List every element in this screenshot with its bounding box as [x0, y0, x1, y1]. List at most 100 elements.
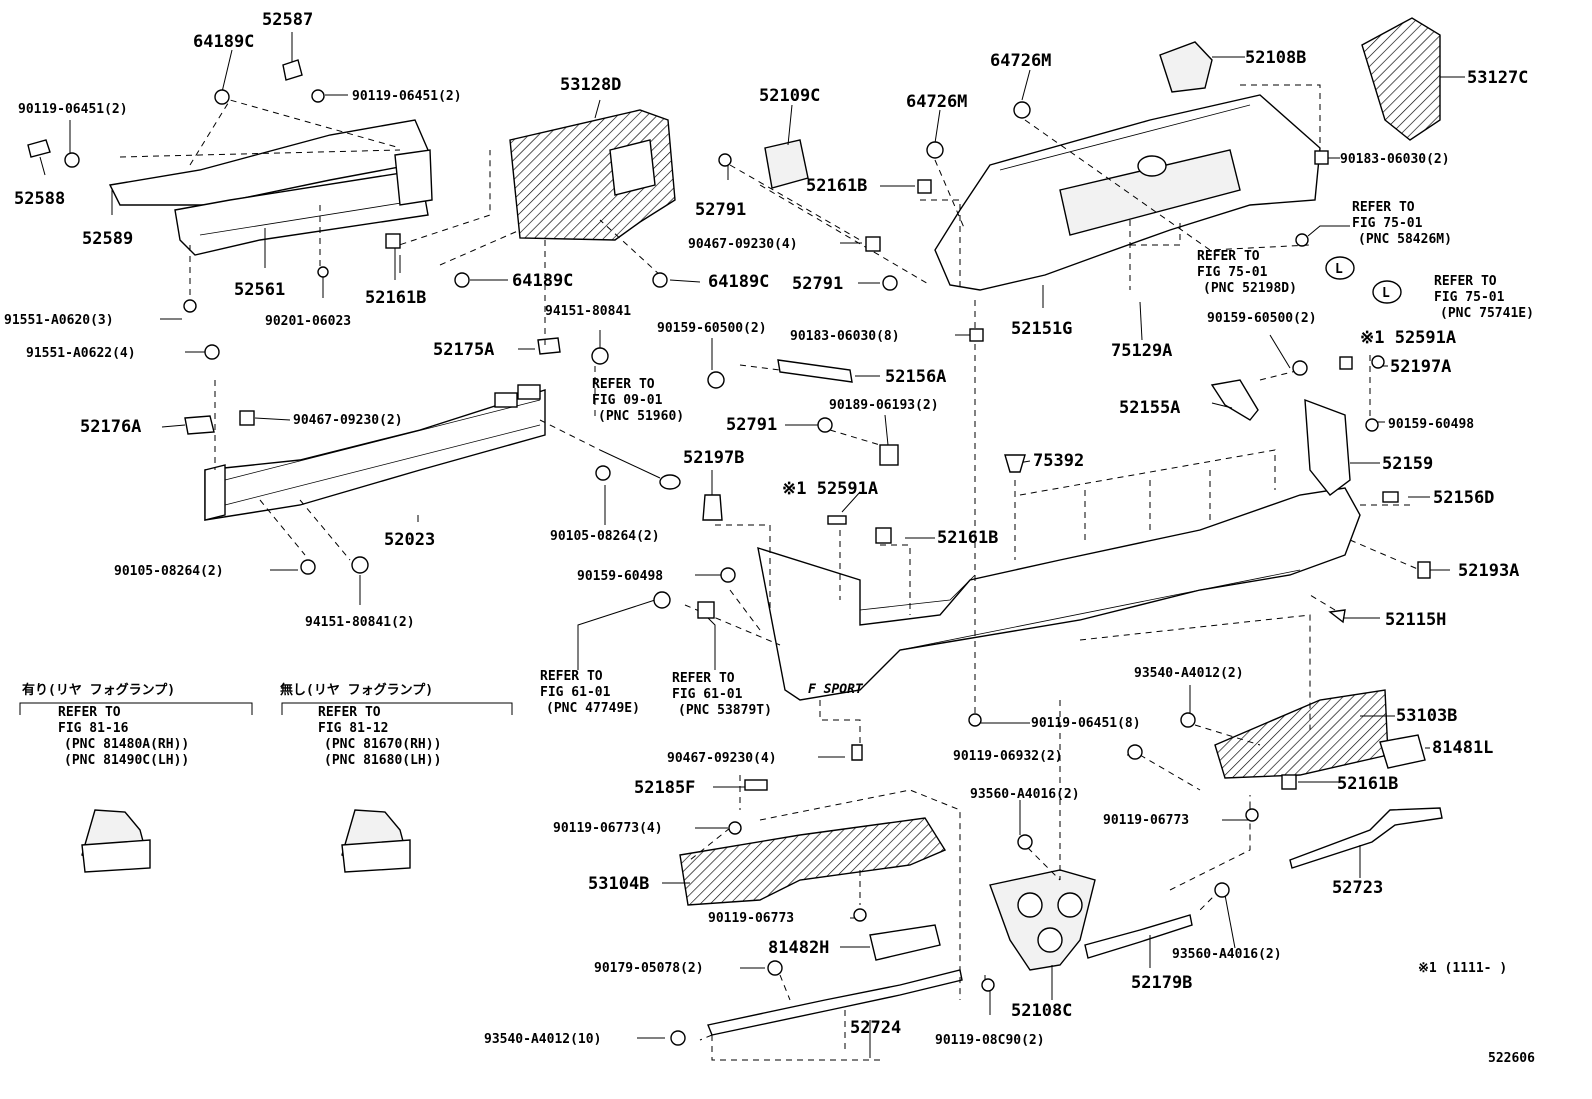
label-81481L[interactable]: 81481L — [1432, 738, 1493, 758]
label-90119-08C90[interactable]: 90119-08C90(2) — [935, 1033, 1045, 1048]
label-52115H[interactable]: 52115H — [1385, 610, 1446, 630]
label-52591A-right[interactable]: ※1 52591A — [1360, 328, 1456, 348]
moulding-52723-drawing — [1289, 807, 1443, 869]
label-52108C[interactable]: 52108C — [1011, 1001, 1072, 1021]
label-64189C-top[interactable]: 64189C — [193, 32, 254, 52]
label-52193A[interactable]: 52193A — [1458, 561, 1519, 581]
fog-with-title: 有り(リヤ フォグランプ) — [22, 682, 175, 698]
label-52561[interactable]: 52561 — [234, 280, 285, 300]
label-52588[interactable]: 52588 — [14, 189, 65, 209]
label-81482H[interactable]: 81482H — [768, 938, 829, 958]
label-90119-06773-right[interactable]: 90119-06773 — [1103, 813, 1189, 828]
label-52108B[interactable]: 52108B — [1245, 48, 1306, 68]
ref-fig0901[interactable]: REFER TO FIG 09-01 (PNC 51960) — [592, 377, 684, 424]
ref-fig8116[interactable]: REFER TO FIG 81-16 (PNC 81480A(RH)) (PNC… — [58, 705, 197, 768]
fog-with-bracket — [19, 702, 253, 715]
bracket-52155A-drawing — [1210, 379, 1259, 421]
label-52176A[interactable]: 52176A — [80, 417, 141, 437]
ref-fig6101-53879T[interactable]: REFER TO FIG 61-01 (PNC 53879T) — [672, 671, 772, 718]
label-90119-06932[interactable]: 90119-06932(2) — [953, 749, 1063, 764]
label-52156D[interactable]: 52156D — [1433, 488, 1494, 508]
fog-without-title: 無し(リヤ フォグランプ) — [280, 682, 433, 698]
fog-without-bracket — [281, 702, 513, 715]
label-64726M-b[interactable]: 64726M — [906, 92, 967, 112]
svg-text:L: L — [1382, 286, 1390, 301]
ref-fig7501-75741E[interactable]: REFER TO FIG 75-01 (PNC 75741E) — [1434, 274, 1534, 321]
label-75129A[interactable]: 75129A — [1111, 341, 1172, 361]
label-52159[interactable]: 52159 — [1382, 454, 1433, 474]
ref-fig7501-52198D[interactable]: REFER TO FIG 75-01 (PNC 52198D) — [1197, 249, 1297, 296]
label-52175A[interactable]: 52175A — [433, 340, 494, 360]
label-52161B-lower[interactable]: 52161B — [1337, 774, 1398, 794]
label-90159-60498-left[interactable]: 90159-60498 — [577, 569, 663, 584]
label-52587[interactable]: 52587 — [262, 10, 313, 30]
label-91551-A0620[interactable]: 91551-A0620(3) — [4, 313, 114, 328]
leader-lines — [39, 32, 1465, 1058]
label-90105-08264-right[interactable]: 90105-08264(2) — [550, 529, 660, 544]
label-52023[interactable]: 52023 — [384, 530, 435, 550]
label-52151G[interactable]: 52151G — [1011, 319, 1072, 339]
label-52179B[interactable]: 52179B — [1131, 973, 1192, 993]
label-90119-06773-left[interactable]: 90119-06773(4) — [553, 821, 663, 836]
label-52156A[interactable]: 52156A — [885, 367, 946, 387]
label-91551-A0622[interactable]: 91551-A0622(4) — [26, 346, 136, 361]
label-90119-06773-low[interactable]: 90119-06773 — [708, 911, 794, 926]
label-52791-low[interactable]: 52791 — [726, 415, 777, 435]
clip-52588-drawing — [27, 139, 51, 158]
center-mesh-53104B-drawing — [679, 817, 947, 906]
label-53104B[interactable]: 53104B — [588, 874, 649, 894]
label-52161B-mid[interactable]: 52161B — [806, 176, 867, 196]
ref-fig8112[interactable]: REFER TO FIG 81-12 (PNC 81670(RH)) (PNC … — [318, 705, 449, 768]
label-52109C[interactable]: 52109C — [759, 86, 820, 106]
ref-fig6101-47749E[interactable]: REFER TO FIG 61-01 (PNC 47749E) — [540, 669, 640, 716]
corner-grille-53127C-drawing — [1361, 17, 1441, 141]
label-90159-60500-right[interactable]: 90159-60500(2) — [1207, 311, 1317, 326]
label-52155A[interactable]: 52155A — [1119, 398, 1180, 418]
label-90201-06023[interactable]: 90201-06023 — [265, 314, 351, 329]
label-90467-09230-low[interactable]: 90467-09230(4) — [667, 751, 777, 766]
label-90105-08264-left[interactable]: 90105-08264(2) — [114, 564, 224, 579]
label-52724[interactable]: 52724 — [850, 1018, 901, 1038]
reinforcement-beam-drawing — [204, 384, 546, 521]
label-90119-06451-mid[interactable]: 90119-06451(8) — [1031, 716, 1141, 731]
label-52161B-bumper[interactable]: 52161B — [937, 528, 998, 548]
label-93540-A4012-bottom[interactable]: 93540-A4012(10) — [484, 1032, 601, 1047]
fastener-drawings — [64, 89, 1431, 1046]
emblem-drawings: L L — [1325, 256, 1402, 304]
label-90159-60500-left[interactable]: 90159-60500(2) — [657, 321, 767, 336]
label-53103B[interactable]: 53103B — [1396, 706, 1457, 726]
label-93560-A4016-left[interactable]: 93560-A4016(2) — [970, 787, 1080, 802]
label-52791-mid[interactable]: 52791 — [792, 274, 843, 294]
label-53128D[interactable]: 53128D — [560, 75, 621, 95]
label-90119-06451-top[interactable]: 90119-06451(2) — [352, 89, 462, 104]
label-94151-80841-bottom[interactable]: 94151-80841(2) — [305, 615, 415, 630]
label-94151-80841-top[interactable]: 94151-80841 — [545, 304, 631, 319]
label-90183-06030-mid[interactable]: 90183-06030(8) — [790, 329, 900, 344]
label-90119-06451-left[interactable]: 90119-06451(2) — [18, 102, 128, 117]
label-93560-A4016-right[interactable]: 93560-A4016(2) — [1172, 947, 1282, 962]
label-90183-06030-top[interactable]: 90183-06030(2) — [1340, 152, 1450, 167]
label-52197B[interactable]: 52197B — [683, 448, 744, 468]
label-52791-top[interactable]: 52791 — [695, 200, 746, 220]
label-53127C[interactable]: 53127C — [1467, 68, 1528, 88]
label-64726M-a[interactable]: 64726M — [990, 51, 1051, 71]
label-75392[interactable]: 75392 — [1033, 451, 1084, 471]
label-93540-A4012-top[interactable]: 93540-A4012(2) — [1134, 666, 1244, 681]
label-90159-60498-right[interactable]: 90159-60498 — [1388, 417, 1474, 432]
label-64189C-mid[interactable]: 64189C — [512, 271, 573, 291]
label-52589[interactable]: 52589 — [82, 229, 133, 249]
label-64189C-right[interactable]: 64189C — [708, 272, 769, 292]
label-52161B-left[interactable]: 52161B — [365, 288, 426, 308]
label-52197A[interactable]: 52197A — [1390, 357, 1451, 377]
label-52723[interactable]: 52723 — [1332, 878, 1383, 898]
label-90189-06193[interactable]: 90189-06193(2) — [829, 398, 939, 413]
bracket-52176A-drawing — [184, 415, 215, 435]
label-90179-05078[interactable]: 90179-05078(2) — [594, 961, 704, 976]
duct-52108C-drawing — [989, 869, 1096, 971]
ref-fig7501-58426M[interactable]: REFER TO FIG 75-01 (PNC 58426M) — [1352, 200, 1452, 247]
label-52185F[interactable]: 52185F — [634, 778, 695, 798]
label-90467-09230-left[interactable]: 90467-09230(2) — [293, 413, 403, 428]
label-90467-09230-mid[interactable]: 90467-09230(4) — [688, 237, 798, 252]
label-52591A-left[interactable]: ※1 52591A — [782, 479, 878, 499]
